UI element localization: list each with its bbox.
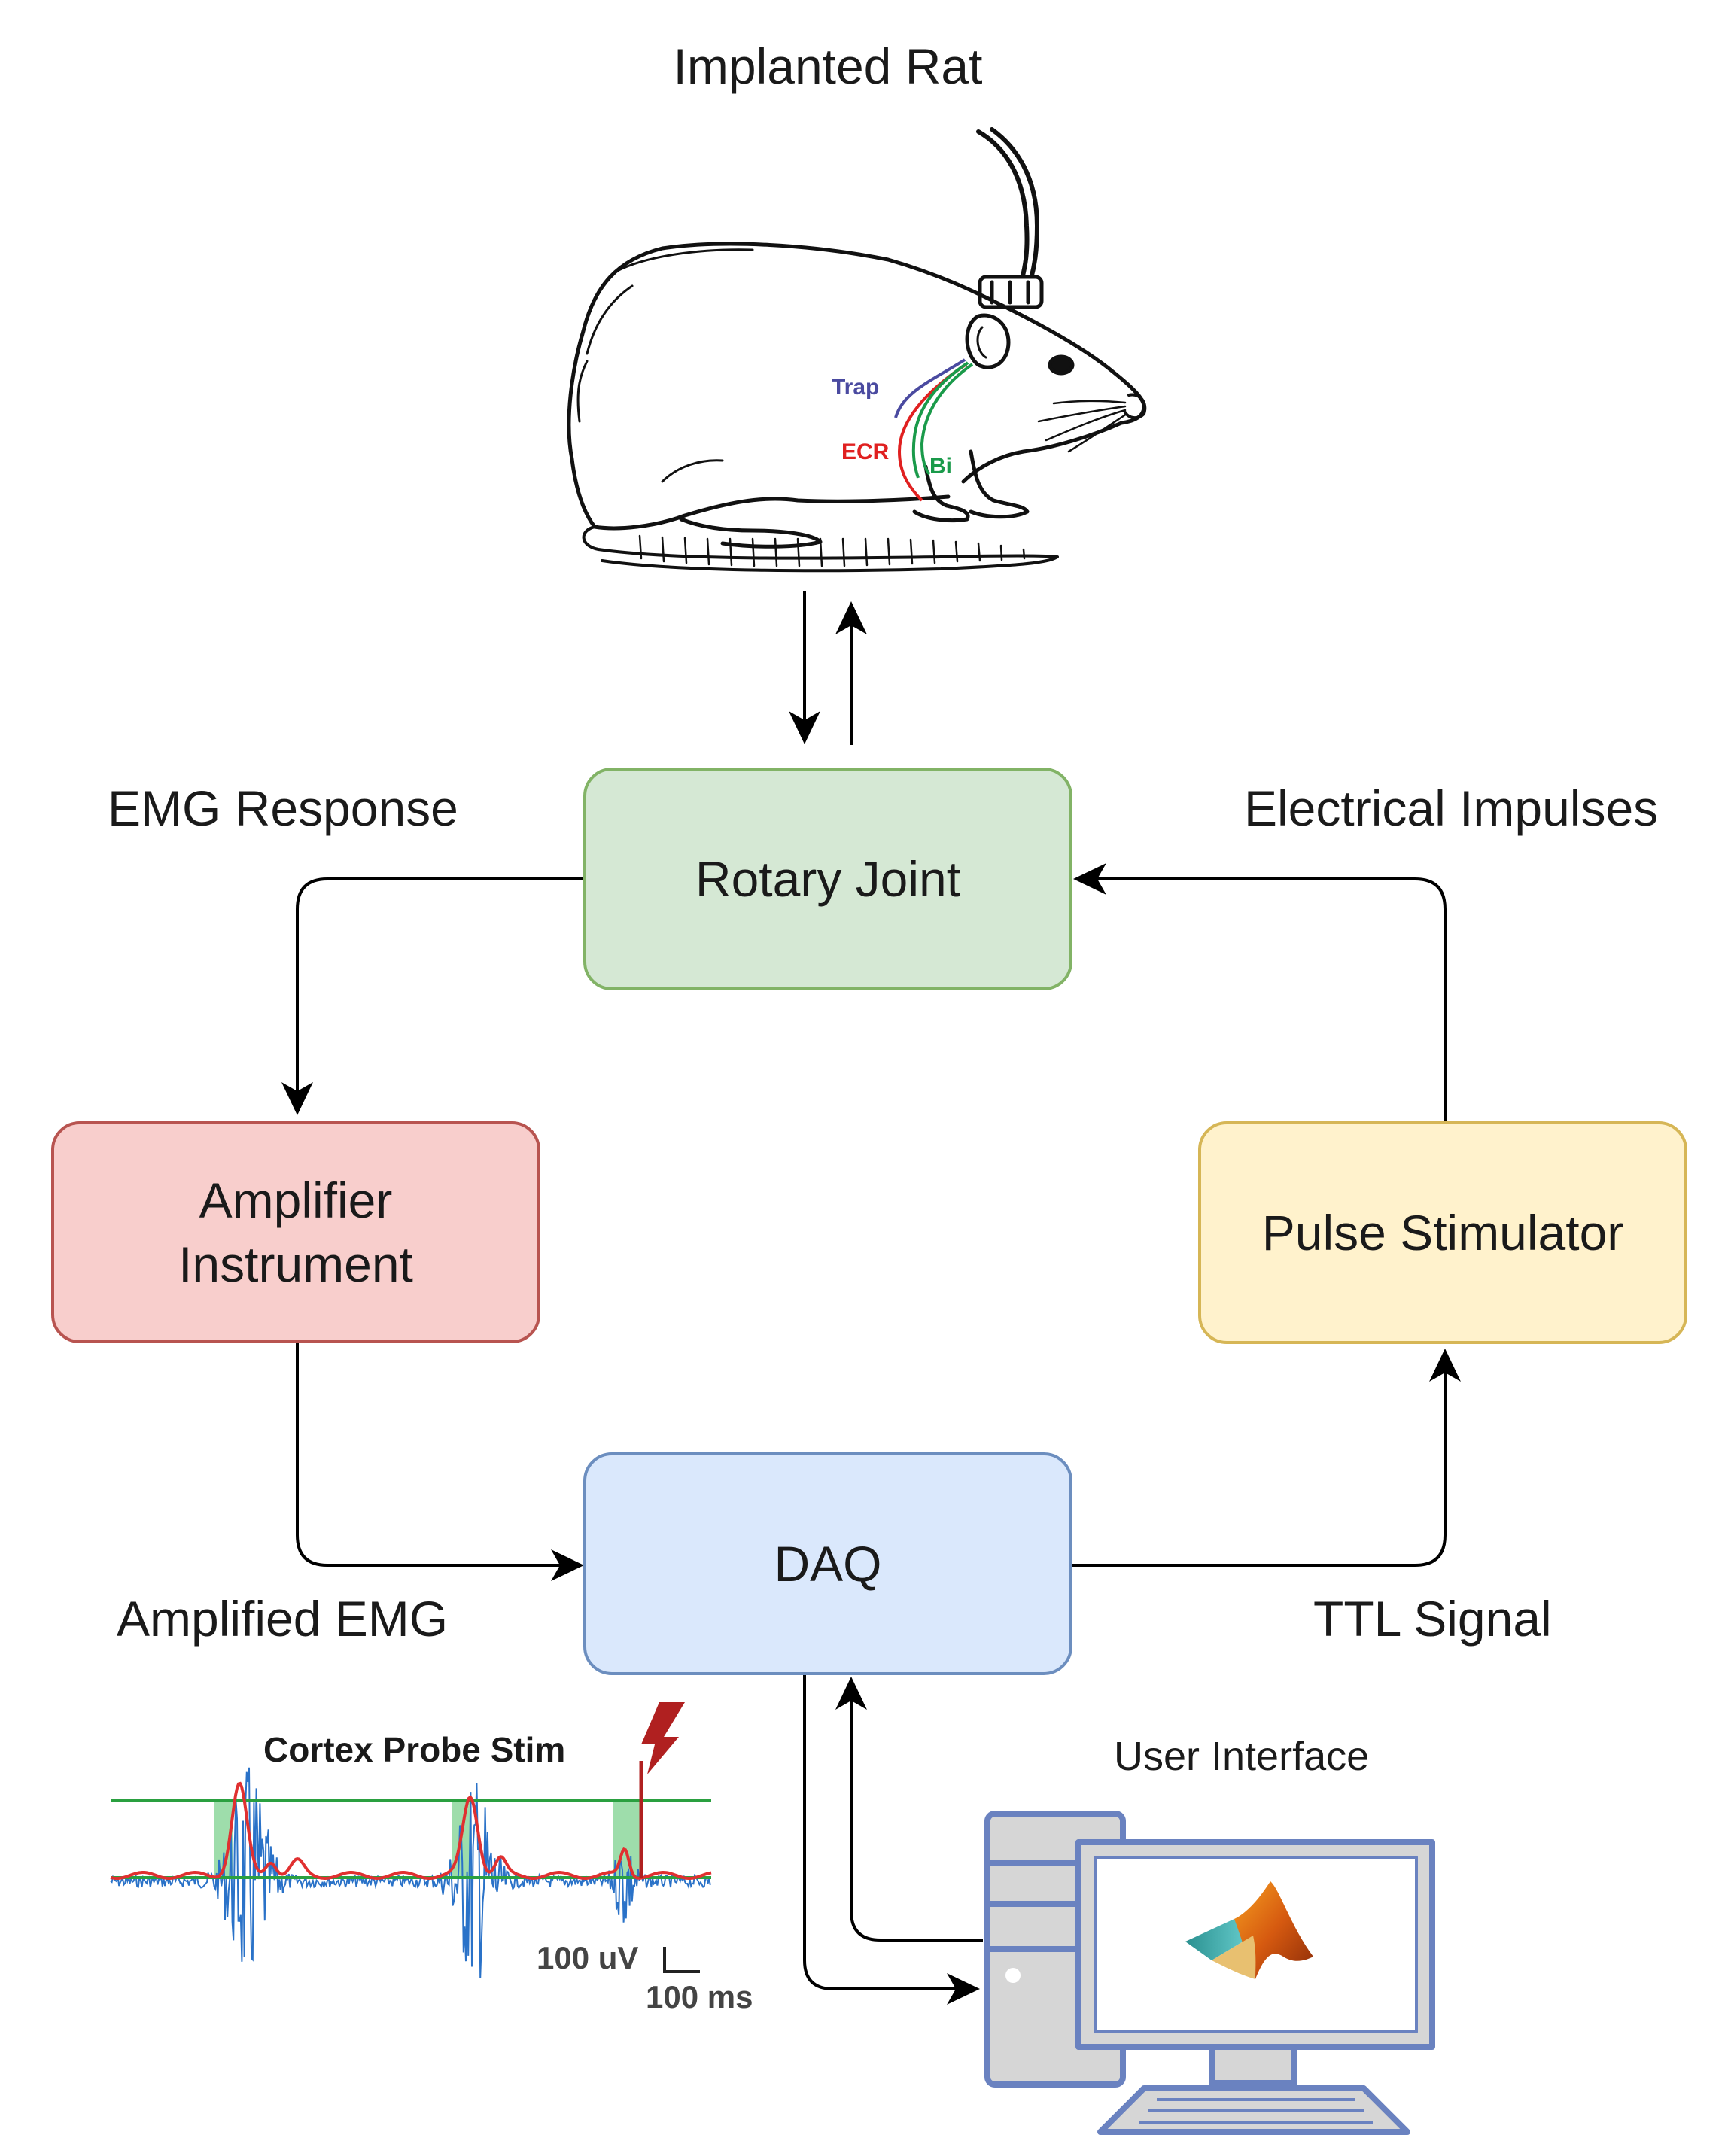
edge-rotary-to-amplifier (281, 877, 583, 1115)
scale-bar (663, 1947, 700, 1973)
page-title: Implanted Rat (673, 38, 983, 94)
edge-computer-to-daq (835, 1677, 983, 1942)
edge-daq-to-computer (803, 1674, 980, 2005)
amplifier-node: Amplifier Instrument (51, 1121, 540, 1343)
rat-drawing (567, 127, 1147, 573)
edge-label-electrical-impulses: Electrical Impulses (1244, 780, 1659, 836)
electrode-wires (894, 358, 974, 502)
user-interface-label: User Interface (1114, 1734, 1370, 1779)
daq-label: DAQ (774, 1535, 882, 1592)
lightning-bolt-icon (641, 1702, 685, 1774)
edge-label-ttl-signal: TTL Signal (1313, 1591, 1552, 1647)
amplifier-label-line2: Instrument (178, 1236, 413, 1292)
muscle-label-trap: Trap (832, 375, 880, 400)
rotary-joint-node: Rotary Joint (583, 768, 1072, 990)
edge-label-emg-response: EMG Response (108, 780, 458, 836)
daq-node: DAQ (583, 1452, 1072, 1675)
emg-trace (110, 1702, 712, 1978)
pulse-stimulator-label: Pulse Stimulator (1261, 1204, 1624, 1260)
rotary-joint-label: Rotary Joint (695, 850, 961, 907)
edge-label-amplified-emg: Amplified EMG (117, 1591, 449, 1647)
computer-icon (984, 1811, 1435, 2135)
matlab-logo (1185, 1881, 1313, 1979)
emg-envelope-line (110, 1781, 712, 1881)
voltage-scale-label: 100 uV (537, 1940, 639, 1975)
monitor-stand (1209, 2042, 1297, 2086)
edge-amplifier-to-daq (296, 1343, 584, 1581)
amplifier-label-line1: Amplifier (199, 1172, 393, 1229)
pulse-stimulator-node: Pulse Stimulator (1198, 1121, 1687, 1344)
muscle-label-ecr: ECR (841, 439, 890, 464)
time-scale-label: 100 ms (646, 1979, 753, 2015)
muscle-label-bi: Bi (929, 454, 952, 479)
emg-trace-title: Cortex Probe Stim (263, 1730, 566, 1769)
edge-daq-to-stimulator (1072, 1349, 1461, 1567)
edge-stimulator-to-rotary (1073, 863, 1447, 1121)
